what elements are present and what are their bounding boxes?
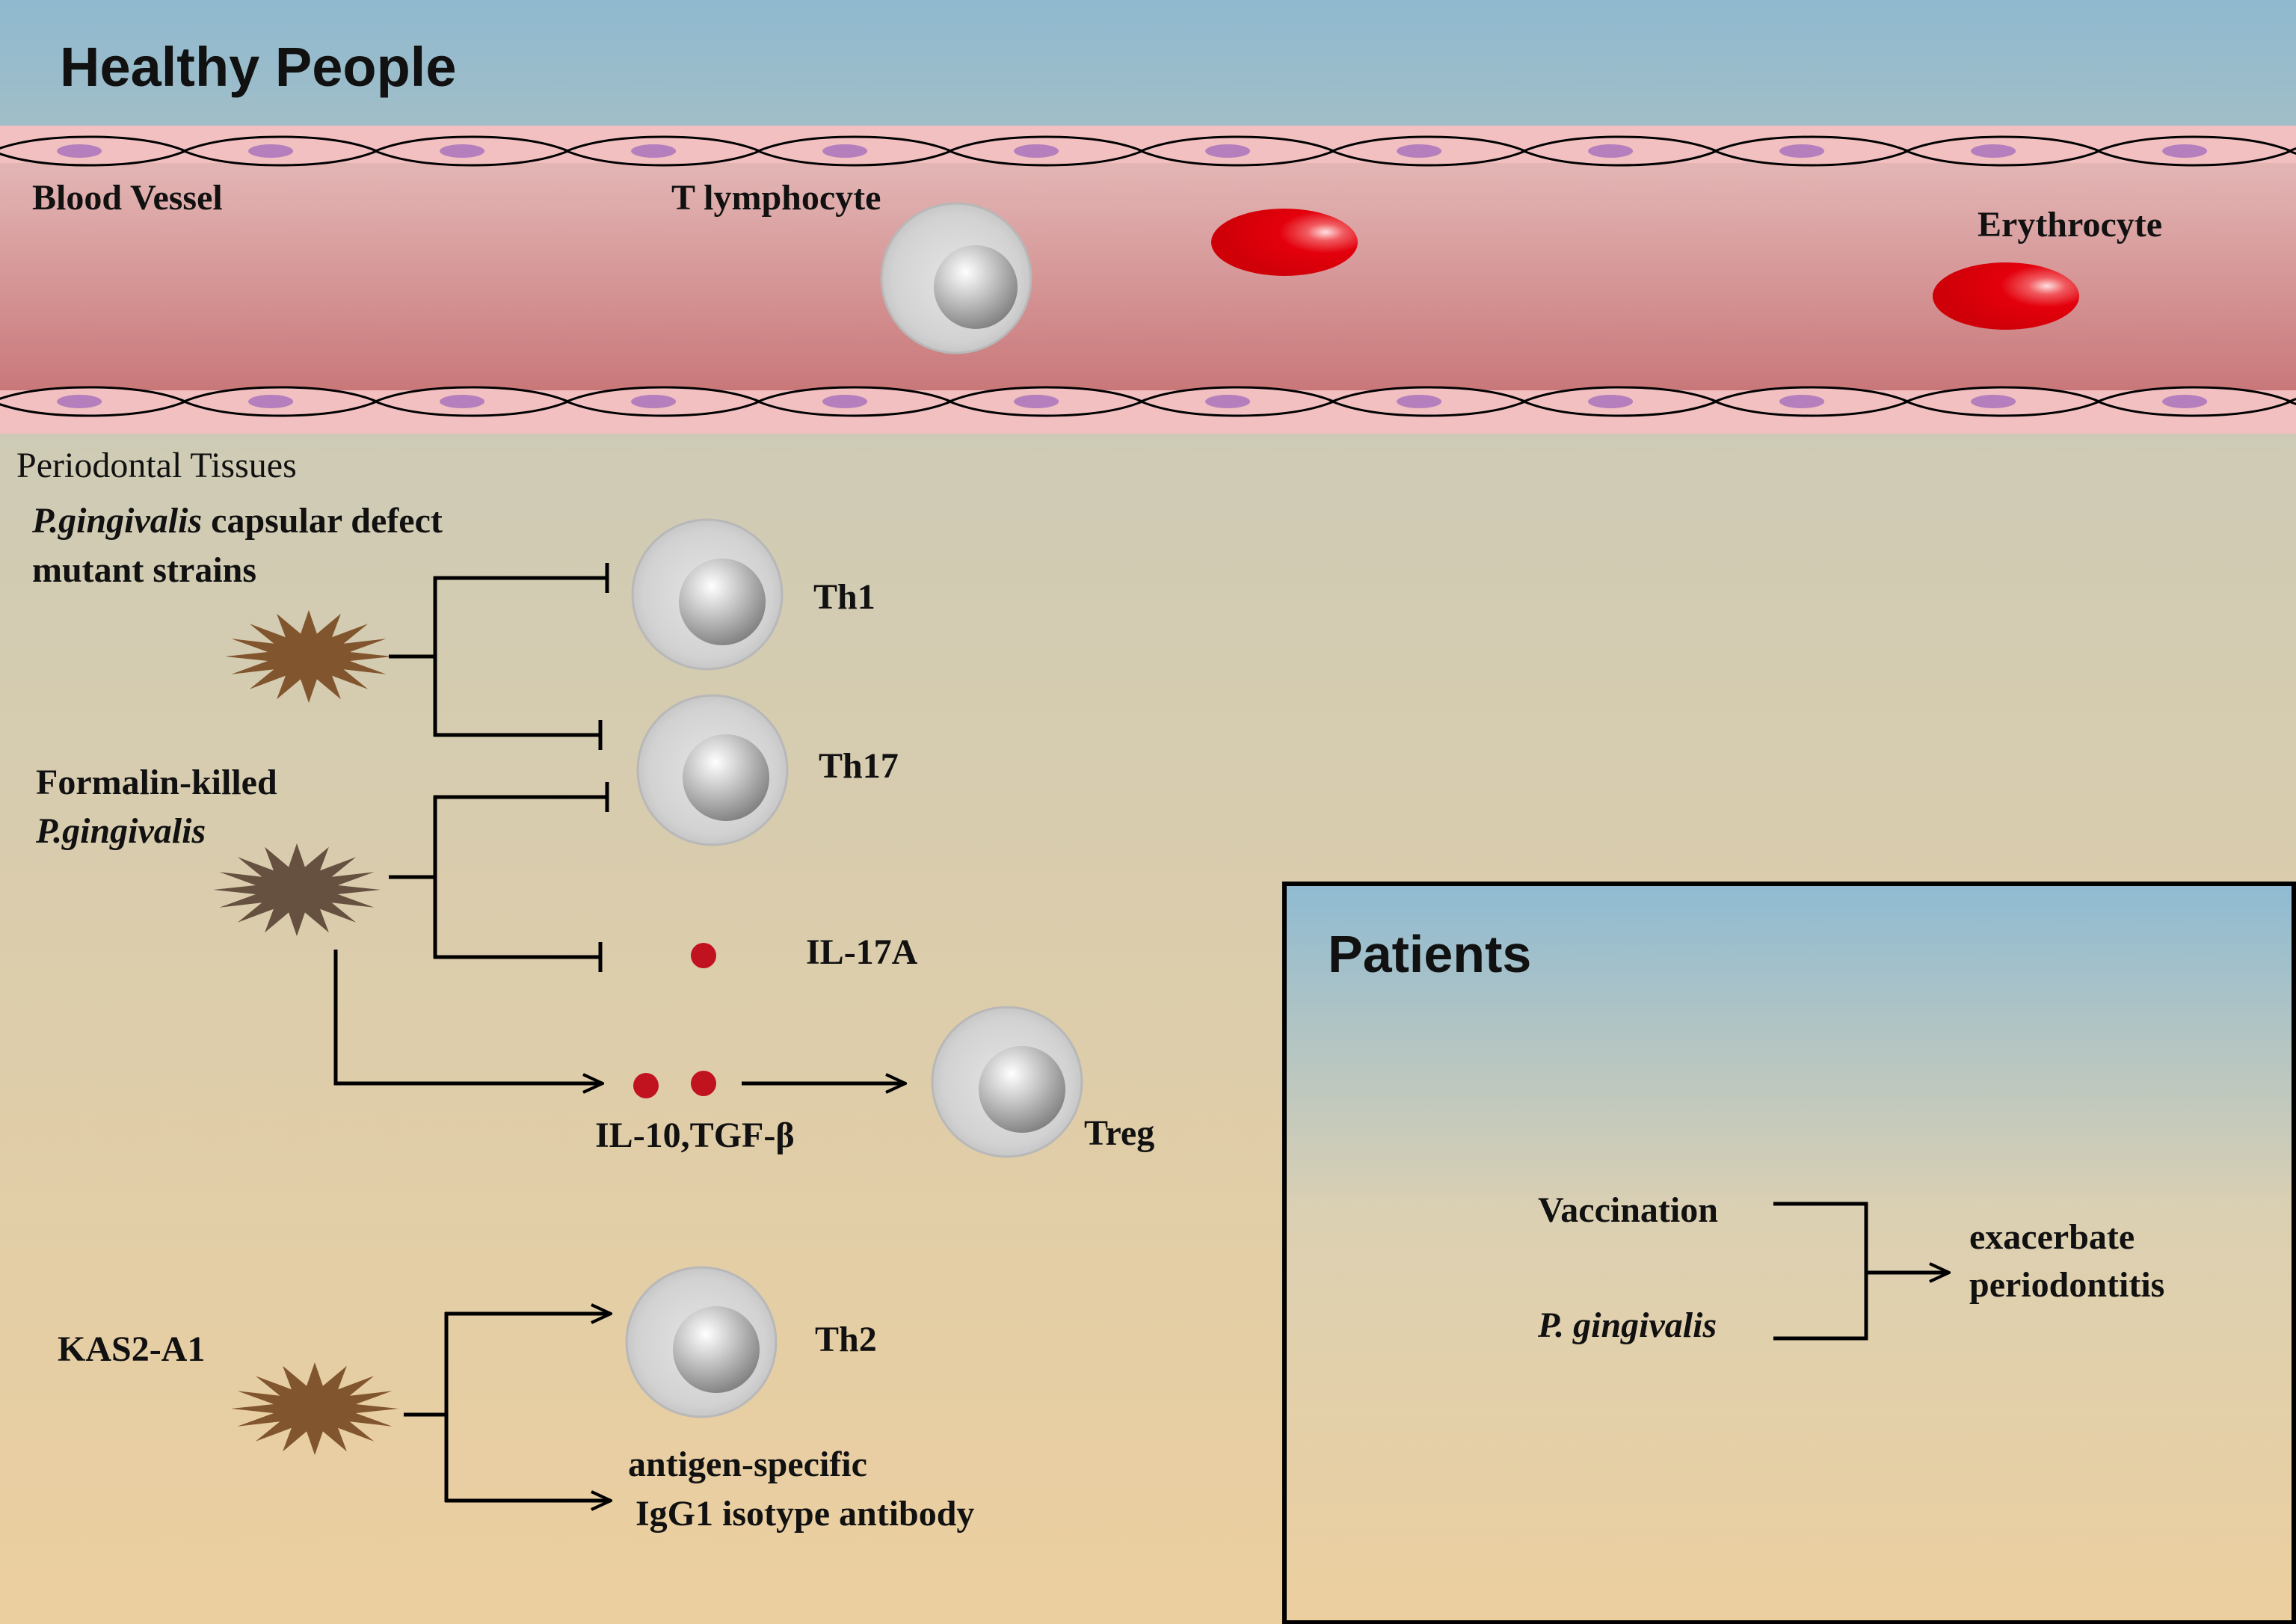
healthy-people-title: Healthy People: [60, 36, 457, 98]
endothelial-nucleus: [57, 395, 102, 408]
endothelial-nucleus: [248, 144, 294, 158]
endothelium-top: [0, 135, 2296, 167]
endothelial-nucleus: [1588, 144, 1634, 158]
endothelium-bottom: [0, 386, 2296, 417]
endothelial-nucleus: [1205, 395, 1251, 408]
endothelial-nucleus: [1971, 144, 2016, 158]
capsular-mutant-species: P.gingivalis: [32, 501, 203, 541]
endothelial-nucleus: [57, 144, 102, 158]
endothelial-nucleus: [2162, 395, 2208, 408]
blood-vessel-label: Blood Vessel: [32, 178, 223, 218]
blood-vessel: [0, 126, 2296, 434]
endothelial-nucleus: [248, 395, 294, 408]
patients-title: Patients: [1328, 925, 1532, 983]
capsular-mutant-connector: [389, 563, 609, 750]
vaccination-label: Vaccination: [1538, 1190, 1718, 1230]
periodontal-tissues-label: Periodontal Tissues: [16, 446, 297, 485]
formalin-killed-species: P.gingivalis: [36, 811, 206, 851]
p-gingivalis-label: P. gingivalis: [1538, 1305, 1717, 1345]
antibody-label-line2: IgG1 isotype antibody: [635, 1494, 975, 1534]
endothelial-nucleus: [1397, 395, 1442, 408]
t-lymphocyte-label: T lymphocyte: [671, 178, 881, 218]
capsular-mutant-bacterium-icon: [225, 610, 393, 703]
formalin-killed-bacterium-icon: [213, 843, 381, 936]
erythrocyte-label: Erythrocyte: [1978, 205, 2163, 244]
endothelial-nucleus: [1779, 144, 1825, 158]
endothelial-nucleus: [822, 144, 868, 158]
il10-tgfb-label: IL-10,TGF-β: [595, 1116, 795, 1155]
endothelial-nucleus: [631, 144, 677, 158]
il17a-dot: [691, 943, 716, 968]
patients-panel: [1282, 882, 2296, 1624]
endothelial-nucleus: [1205, 144, 1251, 158]
erythrocyte: [1933, 262, 2079, 330]
th2-label: Th2: [815, 1320, 877, 1359]
endothelial-cell: [2286, 398, 2296, 405]
th17-cell: [636, 694, 789, 846]
erythrocyte: [1211, 209, 1358, 276]
kas2-a1-label: KAS2-A1: [58, 1329, 206, 1369]
formalin-killed-label: Formalin-killed: [36, 763, 277, 802]
capsular-mutant-label-line2: mutant strains: [32, 550, 257, 590]
endothelial-cell: [2286, 147, 2296, 155]
th2-cell: [625, 1266, 778, 1418]
kas2-a1-connector: [404, 1312, 611, 1502]
il10-dot: [633, 1073, 659, 1098]
outcome-label-line1: exacerbate: [1969, 1217, 2135, 1257]
antibody-label-line1: antigen-specific: [628, 1445, 867, 1484]
th1-label: Th1: [813, 577, 875, 617]
kas2-a1-bacterium-icon: [231, 1362, 398, 1455]
endothelial-nucleus: [440, 144, 485, 158]
endothelial-nucleus: [1779, 395, 1825, 408]
il17a-label: IL-17A: [806, 932, 918, 972]
tgfb-dot: [691, 1071, 716, 1096]
th17-label: Th17: [819, 746, 899, 786]
endothelial-nucleus: [1397, 144, 1442, 158]
capsular-mutant-label: P.gingivalis capsular defect: [32, 499, 443, 543]
endothelial-nucleus: [1588, 395, 1634, 408]
th1-cell: [631, 518, 784, 671]
endothelial-nucleus: [1971, 395, 2016, 408]
patients-connector: [1773, 1202, 1949, 1341]
vessel-lumen: [0, 163, 2296, 390]
endothelial-nucleus: [440, 395, 485, 408]
capsular-mutant-descriptor: capsular defect: [202, 501, 443, 541]
endothelial-nucleus: [822, 395, 868, 408]
formalin-killed-connector: [333, 782, 905, 1083]
endothelial-nucleus: [1014, 144, 1059, 158]
treg-cell: [931, 1006, 1083, 1158]
endothelial-nucleus: [631, 395, 677, 408]
t-lymphocyte-cell: [880, 202, 1032, 354]
outcome-label-line2: periodontitis: [1969, 1265, 2165, 1305]
endothelial-nucleus: [1014, 395, 1059, 408]
endothelial-nucleus: [2162, 144, 2208, 158]
treg-label: Treg: [1084, 1113, 1155, 1153]
